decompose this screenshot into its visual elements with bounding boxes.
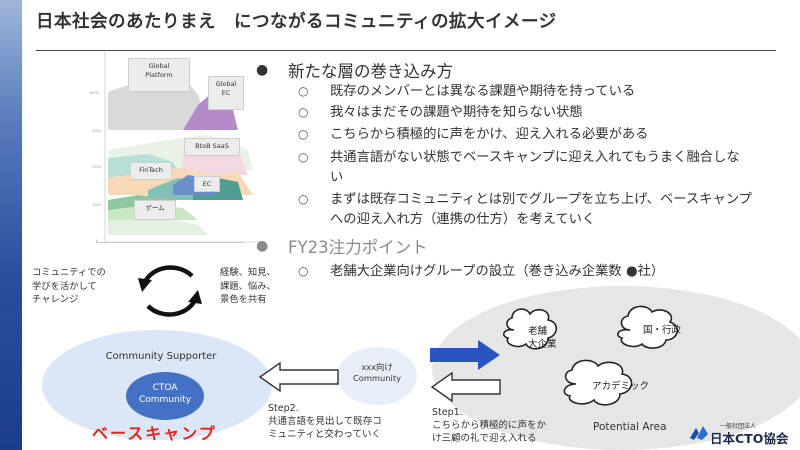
step2-text: Step2. 共通言語を見出して既存コ ミュニティと交わっていく [268, 402, 382, 441]
cycle-left-line: 学びを活かして [32, 280, 97, 292]
bullet-1-label: 新たな層の巻き込み方 [288, 62, 453, 81]
svg-text:0: 0 [96, 239, 98, 243]
sub-bullet-3: こちらから積極的に声をかけ、迎え入れる必要がある [330, 127, 649, 142]
cloud-gov-label: 国・行政 [643, 325, 682, 336]
xxx-community-ellipse [337, 347, 417, 405]
cloud-line: 大企業 [528, 339, 557, 350]
step2-line: ミュニティと交わっていく [268, 429, 381, 440]
chip-label: ゲーム [145, 204, 165, 212]
basecamp-label: ベースキャンプ [92, 424, 217, 443]
cycle-left-text: コミュニティでの 学びを活かして チャレンジ [32, 266, 106, 307]
xxx-line: xxx向け [361, 362, 393, 372]
potential-area-label: Potential Area [593, 421, 667, 433]
step2-line: Step2. [268, 403, 299, 414]
sub-bullet-5-cont: への迎え入れ方（連携の仕方）を考えていく [330, 212, 596, 227]
chip-global-ec: Global EC [208, 76, 244, 110]
cycle-right-line: 課題、悩み、 [220, 280, 276, 292]
sub-bullet-fy23: 老舗大企業向けグループの設立（巻き込み企業数 ●社） [330, 264, 665, 279]
ctoa-community-label: CTOA Community [126, 382, 204, 406]
sub-bullet-2: 我々はまだその課題や期待を知らない状態 [330, 105, 583, 120]
cycle-right-line: 景色を共有 [220, 294, 267, 305]
step1-line: Step1. [432, 407, 463, 418]
sub-bullet-ring: ○ [298, 127, 309, 141]
outline-left-arrow-icon [258, 362, 339, 392]
cloud-shinise-label: 老舗 大企業 [528, 325, 557, 351]
chip-global-platform: Global Platform [128, 58, 190, 92]
ctoa-line: Community [138, 395, 192, 405]
bullet-dot: ● [256, 238, 269, 254]
sub-bullet-4-cont: い [330, 170, 344, 185]
chip-label: Global EC [215, 80, 237, 97]
chip-game: ゲーム [134, 200, 176, 220]
sub-bullet-ring: ○ [298, 105, 309, 119]
ctoa-community-ellipse [126, 372, 204, 420]
cto-logo-icon [690, 426, 708, 440]
chip-btob-saas: BtoB SaaS [184, 138, 240, 156]
market-area-thumbnail: 6000 3000 2000 1000 0 Global Platform Globa… [88, 50, 263, 255]
step2-line: 共通言語を見出して既存コ [268, 416, 382, 427]
logo-org-type: 一般社団法人 [720, 423, 757, 430]
cycle-left-line: コミュニティでの [32, 267, 106, 278]
xxx-line: Community [352, 373, 402, 383]
chip-ec: EC [194, 176, 220, 192]
chip-label: EC [202, 180, 212, 188]
step1-line: け三顧の礼で迎え入れる [432, 433, 537, 444]
community-supporter-label: Community Supporter [105, 351, 217, 362]
svg-text:6000: 6000 [90, 91, 99, 95]
svg-text:1000: 1000 [92, 203, 101, 207]
step1-line: こちらから積極的に声をか [432, 420, 547, 431]
logo-name: 日本CTO協会 [710, 431, 789, 446]
cloud-line: 老舗 [528, 326, 548, 337]
chart-baseline [96, 242, 244, 243]
slide-title: 日本社会のあたりまえ につながるコミュニティの拡大イメージ [36, 12, 557, 32]
sub-bullet-5: まずは既存コミュニティとは別でグループを立ち上げ、ベースキャンプ [330, 192, 752, 207]
sub-bullet-ring: ○ [298, 264, 309, 278]
step1-text: Step1. こちらから積極的に声をか け三顧の礼で迎え入れる [432, 406, 546, 445]
svg-text:2000: 2000 [92, 165, 101, 169]
sub-bullet-ring: ○ [298, 192, 309, 206]
left-accent-band [0, 0, 22, 450]
title-divider [36, 50, 776, 51]
chip-label: Global Platform [145, 62, 173, 79]
svg-text:3000: 3000 [92, 129, 101, 133]
xxx-community-label: xxx向け Community [337, 362, 417, 384]
sub-bullet-4: 共通言語がない状態でベースキャンプに迎え入れてもうまく融合しな [330, 150, 740, 165]
ctoa-line: CTOA [152, 383, 178, 393]
clouds-graphic [502, 305, 678, 406]
cycle-left-line: チャレンジ [32, 294, 79, 305]
outline-left-arrow-icon [430, 372, 501, 402]
cycle-right-text: 経験、知見、 課題、悩み、 景色を共有 [220, 266, 276, 307]
cloud-academic-label: アカデミック [592, 381, 650, 392]
sub-bullet-ring: ○ [298, 84, 309, 98]
bullet-2-label: FY23注力ポイント [288, 238, 428, 257]
bullet-dot: ● [256, 62, 269, 78]
chip-label: FinTech [139, 166, 163, 174]
cycle-arrows-icon [138, 265, 202, 317]
sub-bullet-1: 既存のメンバーとは異なる課題や期待を持っている [330, 84, 636, 99]
cycle-right-line: 経験、知見、 [220, 267, 276, 278]
chip-label: BtoB SaaS [195, 142, 229, 150]
chip-fintech: FinTech [130, 162, 172, 180]
blue-right-arrow-icon [430, 340, 500, 370]
sub-bullet-ring: ○ [298, 150, 309, 164]
